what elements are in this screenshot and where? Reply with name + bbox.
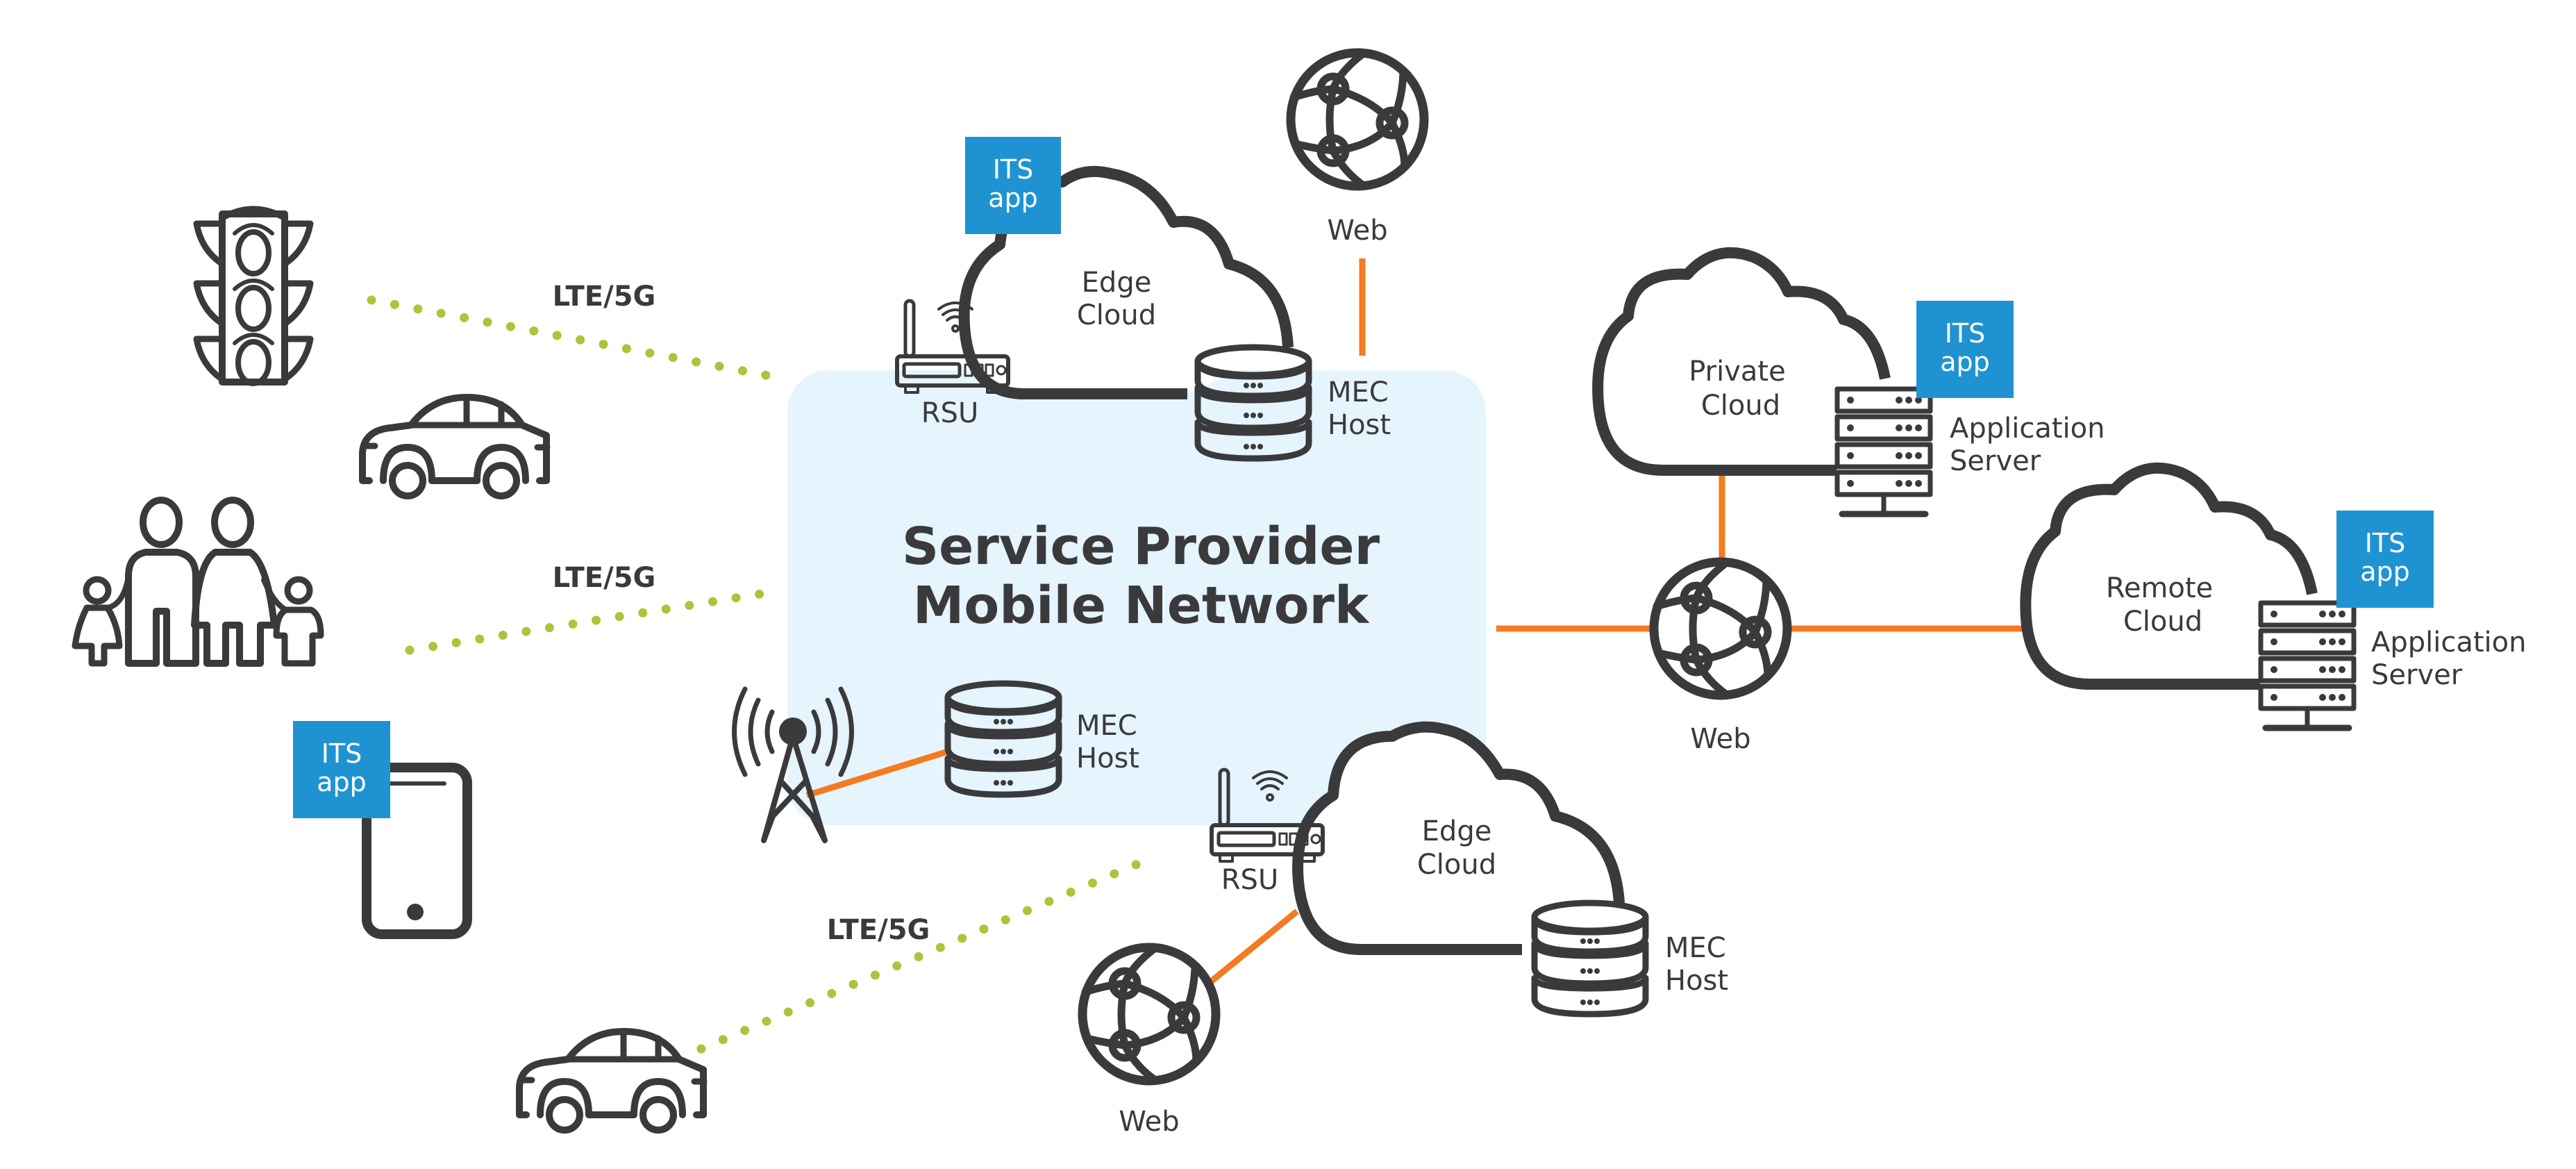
web-middle-label: Web <box>1690 723 1750 755</box>
mec-host-top-label-1: MEC <box>1328 376 1389 408</box>
link-bottom-web-to-edge-cloud <box>1205 909 1299 988</box>
edge-cloud-top-label-2: Cloud <box>1077 299 1156 331</box>
its-app-badge-top-line1: ITS <box>993 154 1034 185</box>
lte-5g-label-1: LTE/5G <box>553 281 656 313</box>
app-server-private-label-1: Application <box>1950 413 2105 445</box>
private-cloud-label-2: Cloud <box>1701 390 1780 422</box>
its-app-badge-remote-line2: app <box>2360 556 2410 587</box>
rsu-bottom-label: RSU <box>1221 864 1278 896</box>
web-top-label: Web <box>1327 215 1387 247</box>
edge-cloud-bottom-shape <box>1292 721 1625 955</box>
app-server-private-label-2: Server <box>1950 445 2041 477</box>
mec-host-network-label-1: MEC <box>1076 710 1137 742</box>
network-title-line1: Service Provider <box>902 517 1380 577</box>
web-middle-globe-icon <box>1654 562 1787 695</box>
mec-host-top-label-2: Host <box>1328 409 1391 441</box>
link-tower-to-mec <box>805 748 949 799</box>
remote-cloud-label-1: Remote <box>2106 572 2213 604</box>
its-app-badge-private-line1: ITS <box>1945 318 1986 349</box>
mec-host-bottom-label-2: Host <box>1665 965 1728 997</box>
edge-cloud-bottom-label-1: Edge <box>1422 815 1492 847</box>
edge-cloud-bottom: Edge Cloud <box>1292 721 1625 955</box>
app-server-remote-label-2: Server <box>2371 659 2463 691</box>
lte-5g-label-3: LTE/5G <box>827 914 930 946</box>
traffic-light-icon <box>193 206 314 386</box>
wireless-link-2 <box>405 587 779 655</box>
its-app-badge-remote-line1: ITS <box>2365 528 2406 558</box>
edge-cloud-top-label-1: Edge <box>1082 267 1152 299</box>
app-server-remote-label-1: Application <box>2371 627 2527 658</box>
car-icon-top <box>362 397 547 496</box>
its-app-badge-phone-line2: app <box>317 767 367 797</box>
its-app-badge-phone-line1: ITS <box>321 738 362 769</box>
mec-host-bottom-label-1: MEC <box>1665 932 1726 964</box>
car-icon-bottom <box>519 1031 704 1130</box>
its-app-badge-private-line2: app <box>1940 347 1990 377</box>
its-app-badge-top: ITS app <box>965 137 1061 234</box>
smartphone-icon <box>362 763 472 939</box>
remote-cloud-label-2: Cloud <box>2123 606 2202 638</box>
its-app-badge-phone: ITS app <box>293 721 390 818</box>
lte-5g-label-2: LTE/5G <box>553 562 656 594</box>
network-title-line2: Mobile Network <box>913 576 1370 636</box>
web-bottom-globe-icon <box>1082 947 1216 1081</box>
cell-tower-icon <box>732 686 854 843</box>
its-app-badge-top-line2: app <box>988 183 1038 213</box>
remote-cloud: Remote Cloud <box>2020 462 2318 690</box>
web-top-globe-icon <box>1291 53 1424 186</box>
mec-host-network-label-2: Host <box>1076 743 1139 774</box>
private-cloud: Private Cloud <box>1592 247 1891 476</box>
web-bottom-label: Web <box>1119 1106 1179 1138</box>
rsu-top-label: RSU <box>921 397 978 429</box>
remote-cloud-shape <box>2020 462 2318 690</box>
family-pedestrians-icon <box>72 497 324 667</box>
its-app-badge-remote: ITS app <box>2336 511 2434 608</box>
wireless-link-1 <box>367 295 781 382</box>
wireless-link-3 <box>696 855 1152 1054</box>
private-cloud-label-1: Private <box>1689 356 1785 388</box>
private-cloud-shape <box>1592 247 1891 476</box>
edge-cloud-bottom-label-2: Cloud <box>1417 849 1496 881</box>
its-app-badge-private: ITS app <box>1916 301 2014 398</box>
